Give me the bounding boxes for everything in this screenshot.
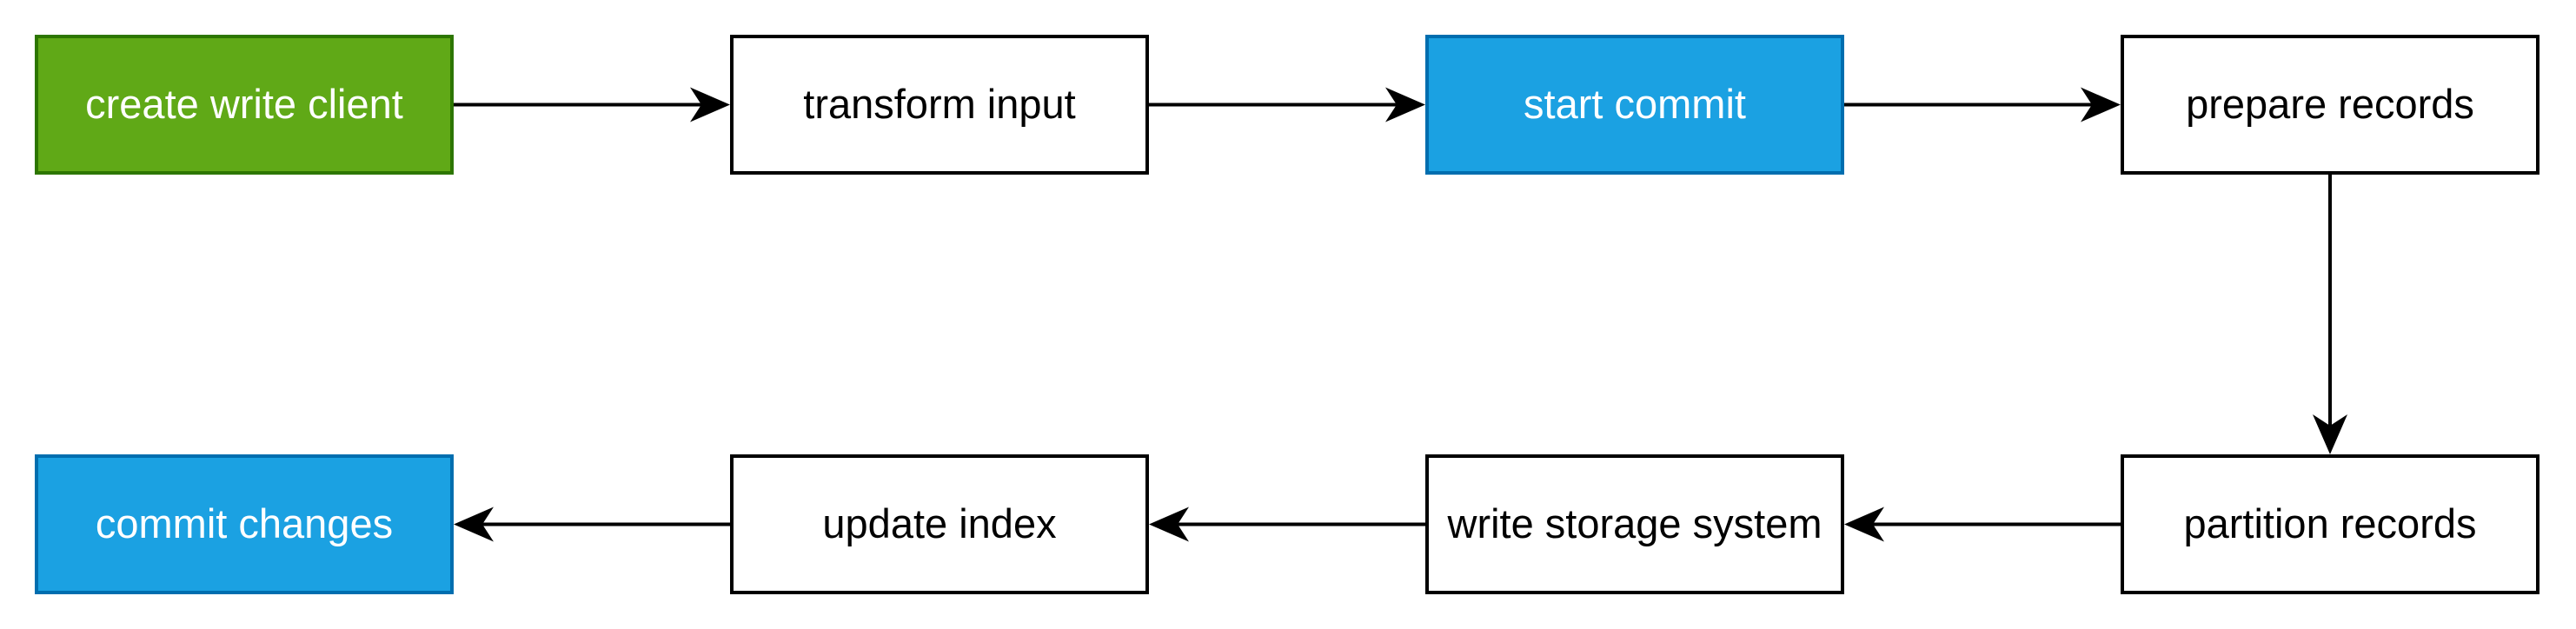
arrowhead-icon bbox=[1385, 87, 1425, 122]
node-update-index: update index bbox=[730, 454, 1149, 594]
edge-transform-input-to-start-commit bbox=[1149, 87, 1425, 122]
edge-write-storage-system-to-update-index bbox=[1149, 507, 1425, 542]
edge-partition-records-to-write-storage-system bbox=[1844, 507, 2121, 542]
node-write-storage-system: write storage system bbox=[1425, 454, 1844, 594]
node-start-commit: start commit bbox=[1425, 35, 1844, 175]
arrowhead-icon bbox=[690, 87, 730, 122]
arrowhead-icon bbox=[1149, 507, 1189, 542]
node-label: prepare records bbox=[2186, 81, 2474, 128]
arrowhead-icon bbox=[454, 507, 494, 542]
node-label: commit changes bbox=[95, 500, 394, 547]
node-partition-records: partition records bbox=[2121, 454, 2539, 594]
node-transform-input: transform input bbox=[730, 35, 1149, 175]
edge-create-write-client-to-transform-input bbox=[454, 87, 730, 122]
edge-prepare-records-to-partition-records bbox=[2313, 175, 2347, 454]
node-label: update index bbox=[822, 500, 1057, 547]
edge-update-index-to-commit-changes bbox=[454, 507, 730, 542]
node-label: write storage system bbox=[1447, 500, 1822, 547]
edge-start-commit-to-prepare-records bbox=[1844, 87, 2121, 122]
node-create-write-client: create write client bbox=[35, 35, 454, 175]
node-label: start commit bbox=[1524, 81, 1746, 128]
arrowhead-icon bbox=[2313, 414, 2347, 454]
node-prepare-records: prepare records bbox=[2121, 35, 2539, 175]
node-label: create write client bbox=[85, 81, 403, 128]
node-commit-changes: commit changes bbox=[35, 454, 454, 594]
arrowhead-icon bbox=[1844, 507, 1884, 542]
node-label: transform input bbox=[803, 81, 1076, 128]
node-label: partition records bbox=[2183, 500, 2477, 547]
arrowhead-icon bbox=[2081, 87, 2121, 122]
